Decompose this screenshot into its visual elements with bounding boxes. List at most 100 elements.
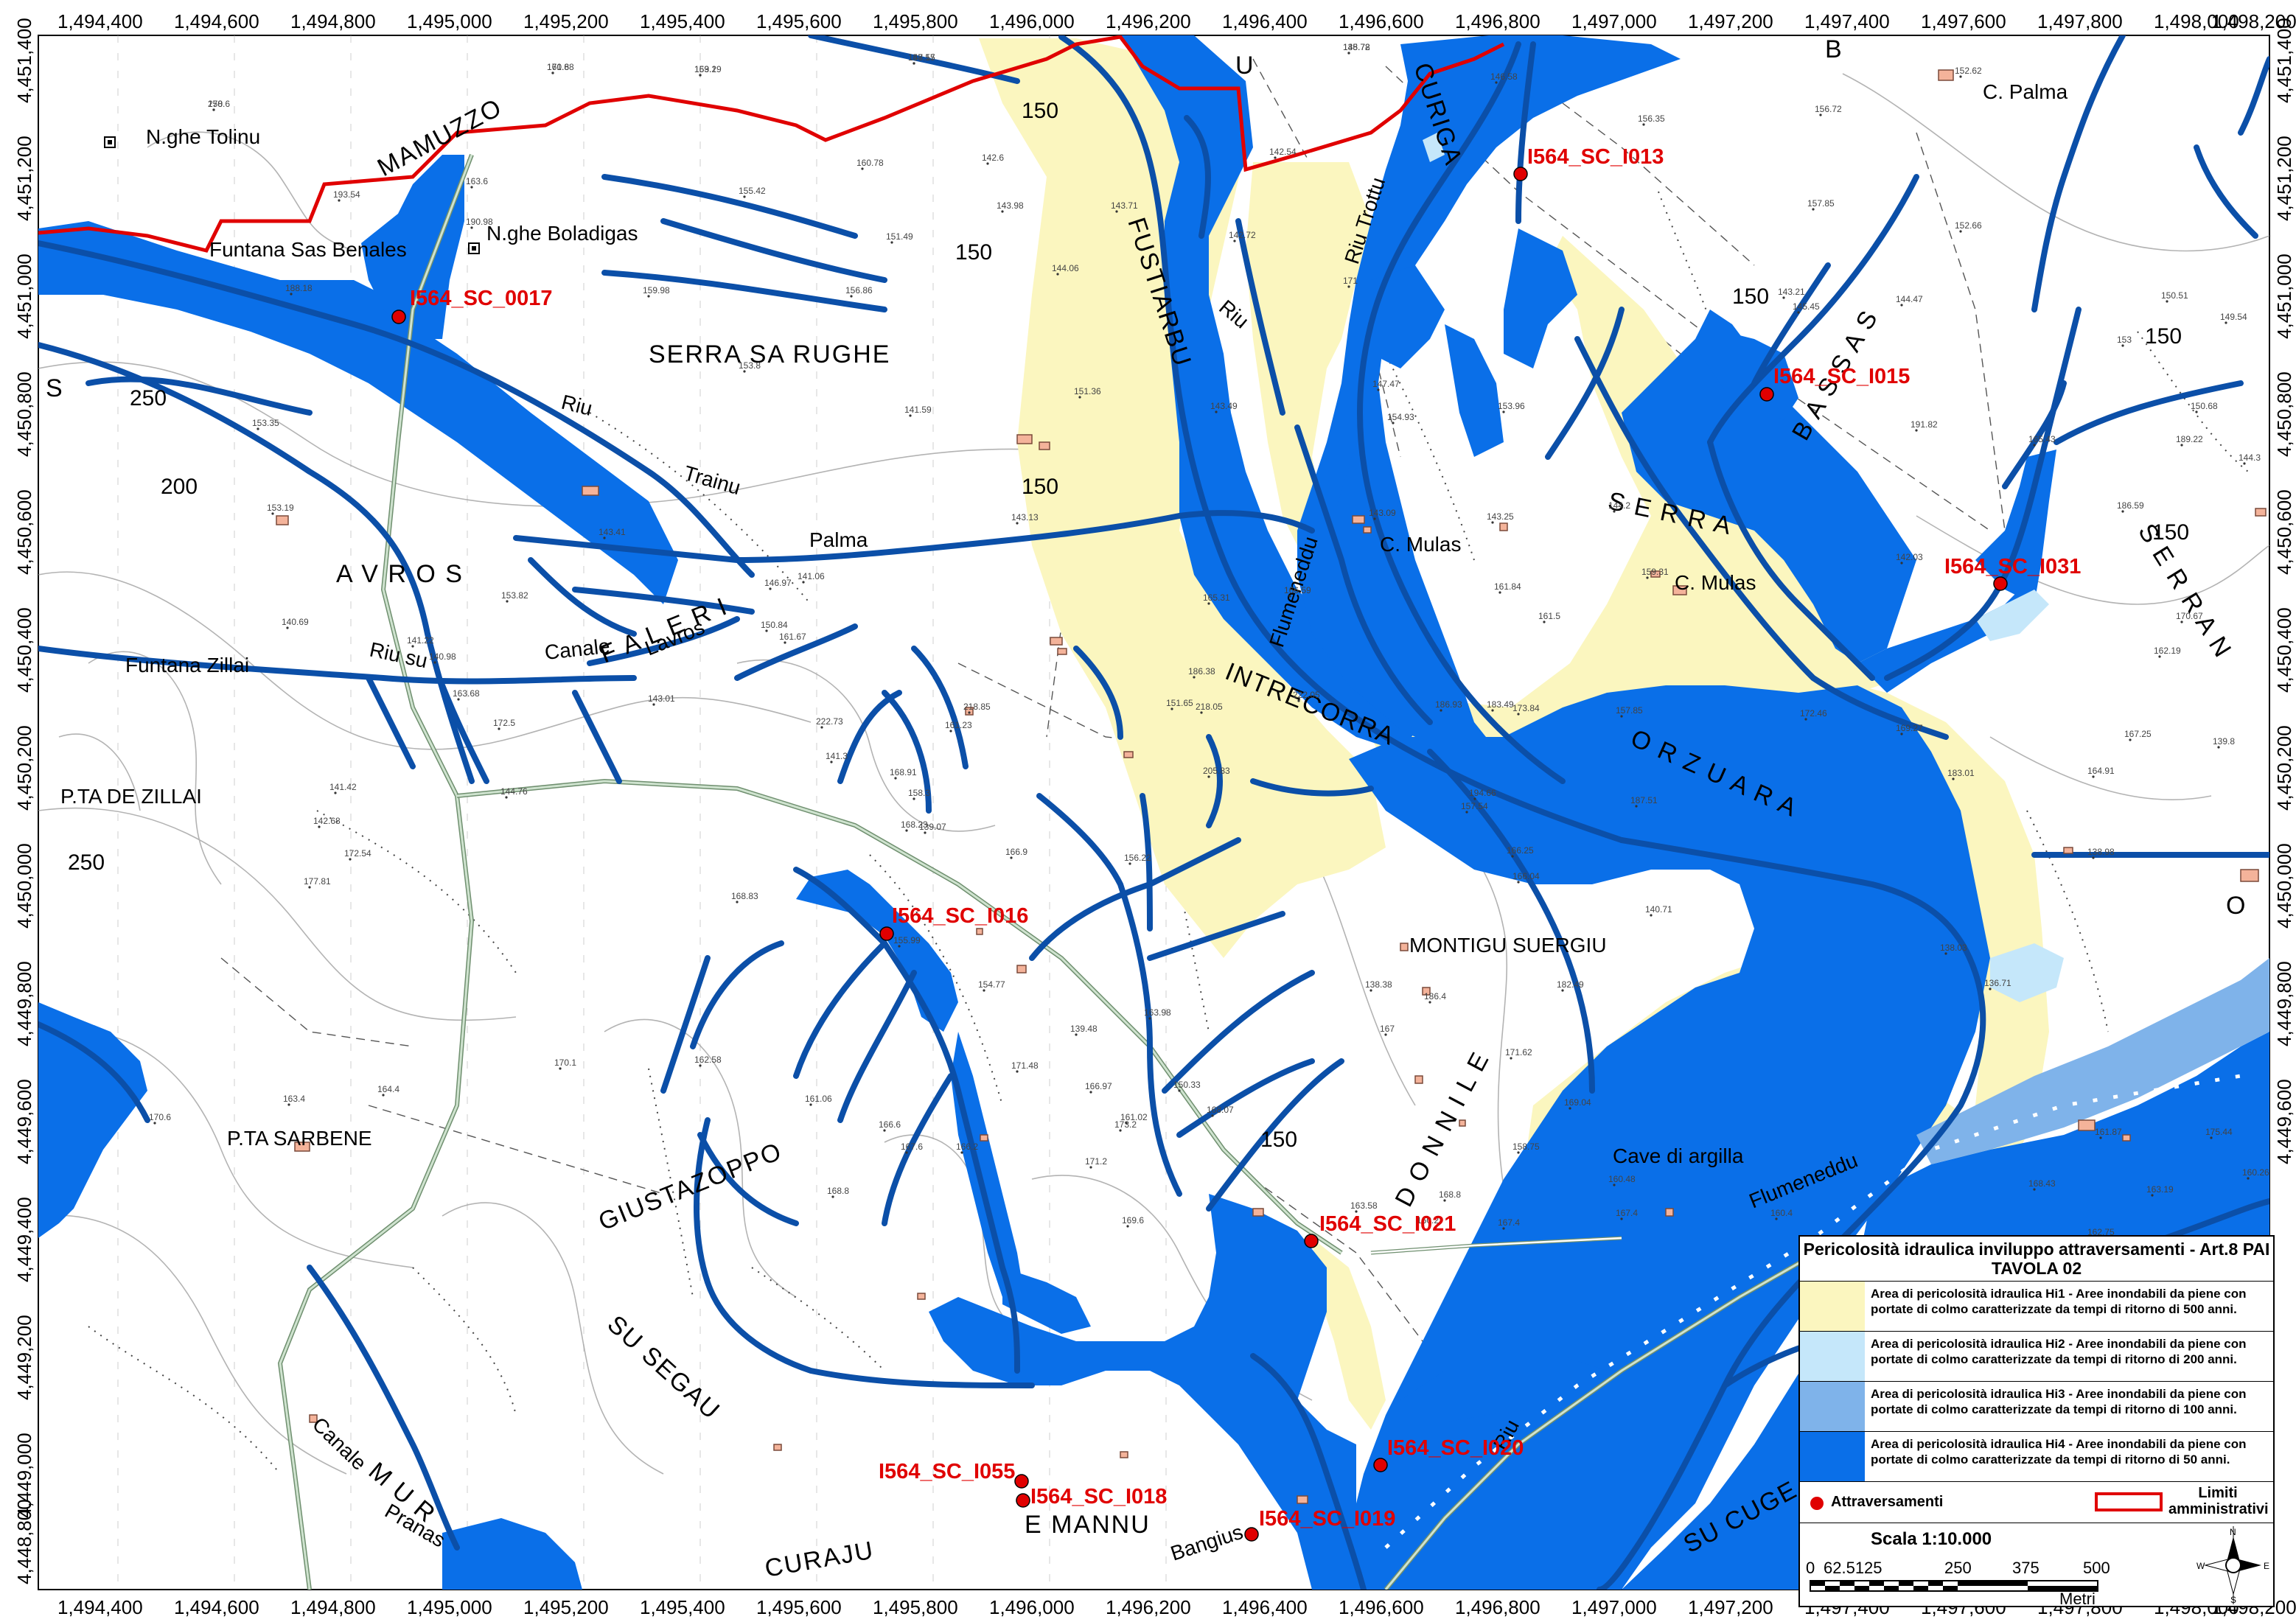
spot-height: 140.71 bbox=[1645, 904, 1672, 915]
label-letter-b: B bbox=[1825, 35, 1843, 63]
spot-height-dot bbox=[2195, 410, 2198, 413]
crossing-label: I564_SC_I019 bbox=[1259, 1507, 1395, 1531]
spot-height-dot bbox=[257, 427, 259, 430]
spot-height: 147.57 bbox=[908, 52, 935, 63]
spot-height: 141.22 bbox=[407, 635, 434, 646]
svg-text:1,495,800: 1,495,800 bbox=[873, 10, 958, 32]
crossing-marker[interactable] bbox=[1304, 1234, 1319, 1248]
spot-height: 161.84 bbox=[1494, 581, 1521, 592]
spot-height: 158.3 bbox=[908, 788, 930, 798]
spot-height: 141.59 bbox=[904, 405, 932, 415]
spot-height-dot bbox=[1989, 987, 1992, 990]
svg-text:4,449,800: 4,449,800 bbox=[13, 961, 35, 1046]
spot-height: 140.98 bbox=[429, 651, 456, 662]
spot-height: 173.2 bbox=[1114, 1119, 1137, 1130]
spot-height: 169.04 bbox=[1564, 1097, 1591, 1108]
svg-text:1,496,400: 1,496,400 bbox=[1222, 1596, 1308, 1618]
label-letter-o: O bbox=[2226, 892, 2247, 920]
spot-height-dot bbox=[2033, 1188, 2036, 1191]
svg-text:1,496,200: 1,496,200 bbox=[1106, 1596, 1191, 1618]
spot-height-dot bbox=[1959, 75, 1962, 78]
spot-height: 205.83 bbox=[1203, 766, 1230, 776]
spot-height: 164.91 bbox=[2087, 766, 2115, 776]
spot-height: 173.84 bbox=[1512, 703, 1540, 713]
crossing-marker[interactable] bbox=[1014, 1474, 1029, 1489]
svg-text:4,451,000: 4,451,000 bbox=[2273, 254, 2295, 339]
spot-height-dot bbox=[1421, 1225, 1424, 1228]
spot-height-dot bbox=[1347, 285, 1350, 288]
spot-height: 151.49 bbox=[886, 231, 913, 242]
spot-height-dot bbox=[1812, 208, 1815, 211]
spot-height-dot bbox=[1517, 881, 1520, 884]
crossing-marker[interactable] bbox=[1993, 576, 2008, 591]
spot-height-dot bbox=[1635, 805, 1638, 808]
svg-text:1,495,400: 1,495,400 bbox=[640, 10, 725, 32]
crossing-label: I564_SC_0017 bbox=[410, 287, 553, 310]
svg-text:1,496,800: 1,496,800 bbox=[1455, 1596, 1540, 1618]
spot-height-dot bbox=[1440, 709, 1442, 712]
spot-height: 171.48 bbox=[1011, 1060, 1039, 1071]
crossing-marker[interactable] bbox=[879, 926, 894, 941]
spot-height-dot bbox=[1373, 517, 1376, 520]
spot-height-dot bbox=[898, 945, 901, 948]
spot-height: 189.22 bbox=[2176, 434, 2203, 444]
spot-height-dot bbox=[2092, 775, 2095, 778]
spot-height-dot bbox=[986, 162, 989, 165]
label-avros: A V R O S bbox=[336, 560, 464, 588]
spot-height: 150.33 bbox=[1173, 1080, 1201, 1090]
spot-height-dot bbox=[1900, 733, 1903, 735]
spot-height-dot bbox=[1804, 718, 1807, 721]
spot-height-dot bbox=[1016, 522, 1019, 525]
spot-height-dot bbox=[1465, 811, 1468, 814]
crossing-marker[interactable] bbox=[1373, 1458, 1388, 1472]
spot-height-dot bbox=[890, 241, 893, 244]
left-coordinate-labels: 4,451,400 4,451,200 4,451,000 4,450,800 … bbox=[13, 18, 35, 1584]
crossing-marker[interactable] bbox=[391, 310, 406, 324]
crossing-marker[interactable] bbox=[1244, 1527, 1259, 1542]
spot-height: 156.35 bbox=[1638, 113, 1665, 124]
crossing-label: I564_SC_I020 bbox=[1387, 1436, 1524, 1460]
spot-height-dot bbox=[1517, 713, 1520, 716]
spot-height-dot bbox=[913, 797, 915, 800]
spot-height: 158.75 bbox=[1512, 1142, 1540, 1152]
spot-height-dot bbox=[1170, 707, 1173, 710]
svg-text:200: 200 bbox=[161, 475, 198, 499]
svg-text:1,494,600: 1,494,600 bbox=[174, 1596, 259, 1618]
label-funtana-zillai: Funtana Zillai bbox=[125, 654, 249, 677]
spot-height: 139.07 bbox=[919, 822, 946, 832]
spot-height-dot bbox=[1369, 989, 1372, 992]
spot-height: 170.6 bbox=[149, 1112, 171, 1122]
spot-height-dot bbox=[1288, 595, 1291, 598]
spot-height: 167.4 bbox=[1616, 1208, 1638, 1218]
crossing-marker[interactable] bbox=[1016, 1493, 1030, 1508]
spot-height: 153 bbox=[2117, 335, 2132, 345]
svg-text:500: 500 bbox=[2083, 1559, 2110, 1577]
crossing-label: I564_SC_I016 bbox=[892, 904, 1028, 928]
spot-height-dot bbox=[1900, 304, 1903, 307]
svg-text:4,449,000: 4,449,000 bbox=[13, 1433, 35, 1518]
svg-text:150: 150 bbox=[2152, 520, 2189, 545]
spot-height: 166.59 bbox=[1284, 585, 1311, 595]
spot-height-dot bbox=[1428, 1001, 1431, 1004]
spot-height-dot bbox=[924, 831, 927, 834]
spot-height: 160.4 bbox=[1770, 1208, 1793, 1218]
spot-height: 177.81 bbox=[304, 876, 331, 887]
spot-height-dot bbox=[968, 711, 971, 714]
spot-height: 141.06 bbox=[798, 571, 825, 581]
svg-text:4,450,800: 4,450,800 bbox=[2273, 371, 2295, 457]
svg-text:1,497,000: 1,497,000 bbox=[1571, 1596, 1657, 1618]
spot-height-dot bbox=[2243, 462, 2246, 465]
spot-height-dot bbox=[1491, 709, 1494, 712]
spot-height-dot bbox=[769, 587, 772, 590]
crossing-legend-icon bbox=[1810, 1497, 1824, 1510]
svg-text:1,494,400: 1,494,400 bbox=[57, 1596, 143, 1618]
spot-height: 154.77 bbox=[978, 979, 1005, 990]
crossing-marker[interactable] bbox=[1513, 167, 1528, 181]
admin-boundary bbox=[38, 35, 1505, 253]
embankment-ticks bbox=[88, 191, 2249, 1475]
spot-height: 186.93 bbox=[1435, 699, 1462, 710]
spot-height-dot bbox=[861, 167, 864, 170]
crossing-marker[interactable] bbox=[1759, 387, 1774, 402]
spot-height: 222.73 bbox=[816, 716, 843, 727]
